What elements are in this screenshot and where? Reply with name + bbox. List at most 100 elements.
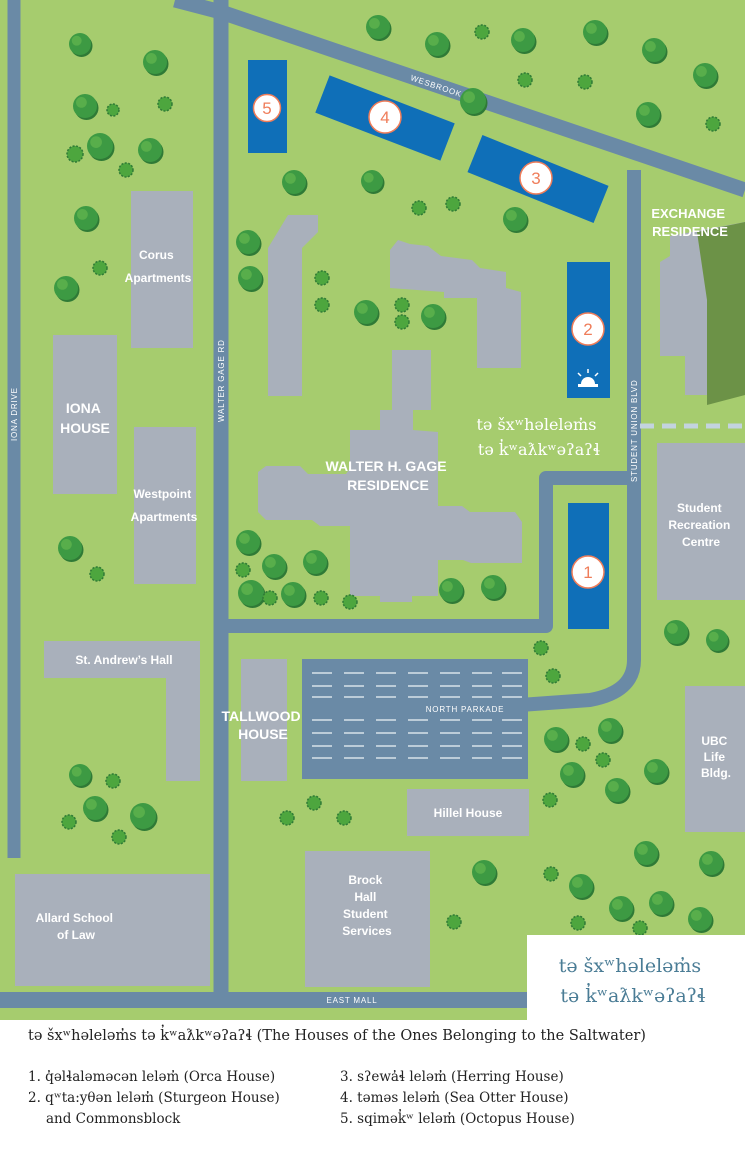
ubc-life-bldg-label: UBC Life Bldg. (701, 734, 731, 780)
legend-column-left: 1. q̓əlɬaləməcən leləm̓ (Orca House) 2. … (28, 1068, 280, 1131)
tree-highlight (601, 721, 612, 732)
tree-highlight (708, 631, 719, 642)
svg-text:1: 1 (583, 563, 592, 582)
campus-map: NORTH PARKADE WESBROOK MALL WALTER GAGE … (0, 0, 745, 1020)
shrub (474, 24, 490, 40)
siren-icon (577, 369, 599, 387)
svg-text:3: 3 (531, 169, 540, 188)
legend-item-5: 5. sqimək̓ʷ leləm̓ (Octopus House) (340, 1111, 575, 1127)
corus-apartments (131, 191, 193, 348)
westpoint-apartments (134, 427, 196, 584)
shrub (336, 810, 352, 826)
shrub (89, 566, 105, 582)
shrub (118, 162, 134, 178)
tallwood-house (241, 659, 287, 781)
tree-highlight (239, 233, 250, 244)
exchange-residence-label: EXCHANGE RESIDENCE (651, 206, 728, 239)
tree-highlight (608, 781, 619, 792)
corus-apartments-label: Corus Apartments (125, 248, 192, 285)
shrub (577, 74, 593, 90)
svg-text:2: 2 (583, 320, 592, 339)
shrub (394, 297, 410, 313)
tree-highlight (428, 35, 439, 46)
road-student-union-blvd (519, 170, 641, 712)
tree-highlight (514, 31, 525, 42)
tree-highlight (357, 303, 368, 314)
shrub (262, 590, 278, 606)
tree-highlight (57, 279, 68, 290)
tree-highlight (369, 18, 380, 29)
map-caption: tə šxʷhəleləm̓s tə k̓ʷaƛkʷəʔaʔɬ (The Hou… (28, 1028, 646, 1044)
shrub (705, 116, 721, 132)
student-rec-centre-label: Student Recreation Centre (668, 501, 733, 549)
tree-highlight (637, 844, 648, 855)
east-mall-label: EAST MALL (326, 996, 377, 1005)
gage-residence-main (258, 350, 522, 602)
buildings (15, 191, 745, 987)
shrub (445, 196, 461, 212)
tree-highlight (363, 172, 374, 183)
inset-map-title: tə šxʷhəleləm̓s tə k̓ʷaƛkʷəʔaʔɬ (476, 415, 601, 459)
tree-highlight (442, 581, 453, 592)
house-marker-2: 2 (571, 312, 605, 346)
allard-school (15, 874, 210, 986)
shrub (543, 866, 559, 882)
tree-highlight (506, 210, 517, 221)
shrub (235, 562, 251, 578)
tree-highlight (586, 23, 597, 34)
legend-item-1: 1. q̓əlɬaləməcən leləm̓ (Orca House) (28, 1069, 276, 1085)
legend-box (527, 935, 745, 1020)
iona-house (53, 335, 117, 494)
tree-highlight (90, 136, 102, 148)
iona-drive-label: IONA DRIVE (10, 387, 19, 441)
house-marker-3: 3 (519, 161, 553, 195)
shrub (342, 594, 358, 610)
tree-highlight (77, 209, 88, 220)
shrub (313, 590, 329, 606)
legend-item-4: 4. təməs leləm̓ (Sea Otter House) (340, 1090, 569, 1106)
trees (54, 15, 730, 936)
shrub (314, 270, 330, 286)
tree-highlight (424, 307, 435, 318)
shrub (61, 814, 77, 830)
tree-highlight (71, 766, 82, 777)
shrub (394, 314, 410, 330)
shrub (106, 103, 120, 117)
parkade-stalls (312, 672, 522, 759)
tree-highlight (647, 762, 658, 773)
shrub (111, 829, 127, 845)
tree-highlight (645, 41, 656, 52)
tree-highlight (696, 66, 707, 77)
tree-highlight (141, 141, 152, 152)
shrub (279, 810, 295, 826)
tree-highlight (463, 91, 475, 103)
shrub (411, 200, 427, 216)
road-wesbrook-mall (173, 0, 745, 198)
north-parkade (302, 659, 528, 779)
tree-highlight (146, 53, 157, 64)
shrub (632, 920, 648, 936)
tree-highlight (639, 105, 650, 116)
shrub (314, 297, 330, 313)
tree-highlight (484, 578, 495, 589)
shrub (570, 915, 586, 931)
exchange-shadow (697, 222, 745, 405)
shrub (446, 914, 462, 930)
legend-item-3: 3. sʔewa̓ɬ leləm̓ (Herring House) (340, 1069, 564, 1085)
house-marker-4: 4 (368, 100, 402, 134)
shrub (545, 668, 561, 684)
tree-highlight (239, 533, 250, 544)
house-marker-1: 1 (571, 555, 605, 589)
tree-highlight (702, 854, 713, 865)
house-marker-5: 5 (252, 93, 282, 123)
legend-item-2: 2. qʷta:yθən leləm̓ (Sturgeon House) (28, 1090, 280, 1106)
tree-highlight (306, 553, 317, 564)
road-gage-loop (221, 471, 634, 633)
tree-highlight (612, 899, 623, 910)
iona-house-label: IONA HOUSE (60, 400, 110, 436)
westpoint-apartments-label: Westpoint Apartments (131, 487, 198, 524)
north-parkade-label: NORTH PARKADE (426, 705, 505, 714)
shrub (157, 96, 173, 112)
tree-highlight (71, 35, 82, 46)
legend-item-2-continued: and Commonsblock (46, 1111, 181, 1127)
